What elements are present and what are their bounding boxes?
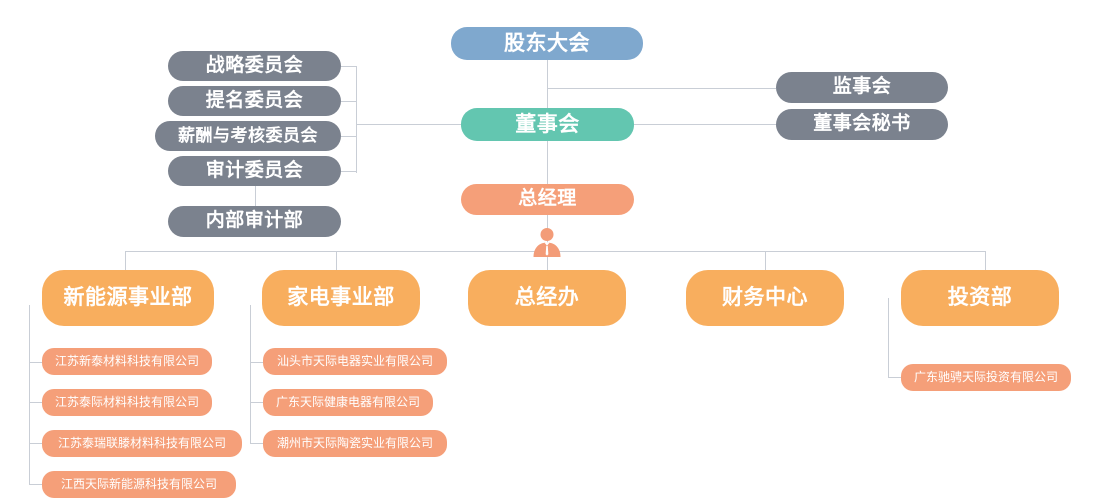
connector-audit-to-internal-audit: [255, 186, 256, 206]
node-subsidiary-home-appliance-2[interactable]: 广东天际健康电器有限公司: [263, 389, 433, 416]
connector-drop-dept-2: [336, 251, 337, 273]
connector-home-appliance-stub-2: [250, 402, 263, 403]
node-department-investment[interactable]: 投资部: [901, 270, 1059, 326]
node-supervisory-board[interactable]: 监事会: [776, 72, 948, 103]
connector-drop-dept-5: [985, 251, 986, 273]
connector-investment-stub-1: [888, 377, 901, 378]
node-committee-nomination[interactable]: 提名委员会: [168, 86, 341, 116]
connector-home-appliance-stub-1: [250, 362, 263, 363]
connector-drop-dept-3: [547, 251, 548, 273]
connector-committees-to-board: [356, 124, 461, 125]
node-subsidiary-home-appliance-1[interactable]: 汕头市天际电器实业有限公司: [263, 348, 447, 375]
node-subsidiary-new-energy-3[interactable]: 江苏泰瑞联滕材料科技有限公司: [42, 430, 242, 457]
connector-board-to-secretary: [634, 124, 776, 125]
node-subsidiary-new-energy-4[interactable]: 江西天际新能源科技有限公司: [42, 471, 236, 498]
node-shareholders-meeting[interactable]: 股东大会: [451, 27, 643, 60]
connector-home-appliance-spine: [250, 305, 251, 444]
node-subsidiary-home-appliance-3[interactable]: 潮州市天际陶瓷实业有限公司: [263, 430, 447, 457]
manager-person-icon: [530, 227, 564, 257]
connector-new-energy-spine: [29, 305, 30, 485]
node-department-general-manager-office[interactable]: 总经办: [468, 270, 626, 326]
connector-drop-dept-4: [765, 251, 766, 273]
connector-new-energy-stub-2: [29, 402, 42, 403]
node-subsidiary-new-energy-2[interactable]: 江苏泰际材料科技有限公司: [42, 389, 212, 416]
node-board-secretary[interactable]: 董事会秘书: [776, 109, 948, 140]
connector-new-energy-stub-1: [29, 362, 42, 363]
connector-committee-4: [341, 171, 357, 172]
node-subsidiary-new-energy-1[interactable]: 江苏新泰材料科技有限公司: [42, 348, 212, 375]
connector-new-energy-stub-3: [29, 443, 42, 444]
node-department-new-energy[interactable]: 新能源事业部: [42, 270, 214, 326]
node-subsidiary-investment-1[interactable]: 广东驰骋天际投资有限公司: [901, 364, 1071, 391]
node-committee-compensation-appraisal[interactable]: 薪酬与考核委员会: [155, 121, 341, 151]
connector-committee-1: [341, 66, 357, 67]
connector-new-energy-stub-4: [29, 484, 42, 485]
node-department-finance-center[interactable]: 财务中心: [686, 270, 844, 326]
connector-committee-bracket: [356, 66, 357, 173]
connector-investment-spine: [888, 298, 889, 377]
connector-committee-2: [341, 101, 357, 102]
connector-committee-3: [341, 136, 357, 137]
node-department-home-appliance[interactable]: 家电事业部: [262, 270, 420, 326]
connector-drop-dept-1: [125, 251, 126, 273]
node-general-manager[interactable]: 总经理: [461, 184, 634, 215]
connector-board-to-gm: [547, 140, 548, 185]
connector-to-supervisory-board: [547, 88, 776, 89]
node-committee-strategy[interactable]: 战略委员会: [168, 51, 341, 81]
connector-home-appliance-stub-3: [250, 443, 263, 444]
node-board-of-directors[interactable]: 董事会: [461, 108, 634, 141]
connector-shareholders-to-board: [547, 59, 548, 110]
node-internal-audit-department[interactable]: 内部审计部: [168, 206, 341, 237]
node-committee-audit[interactable]: 审计委员会: [168, 156, 341, 186]
